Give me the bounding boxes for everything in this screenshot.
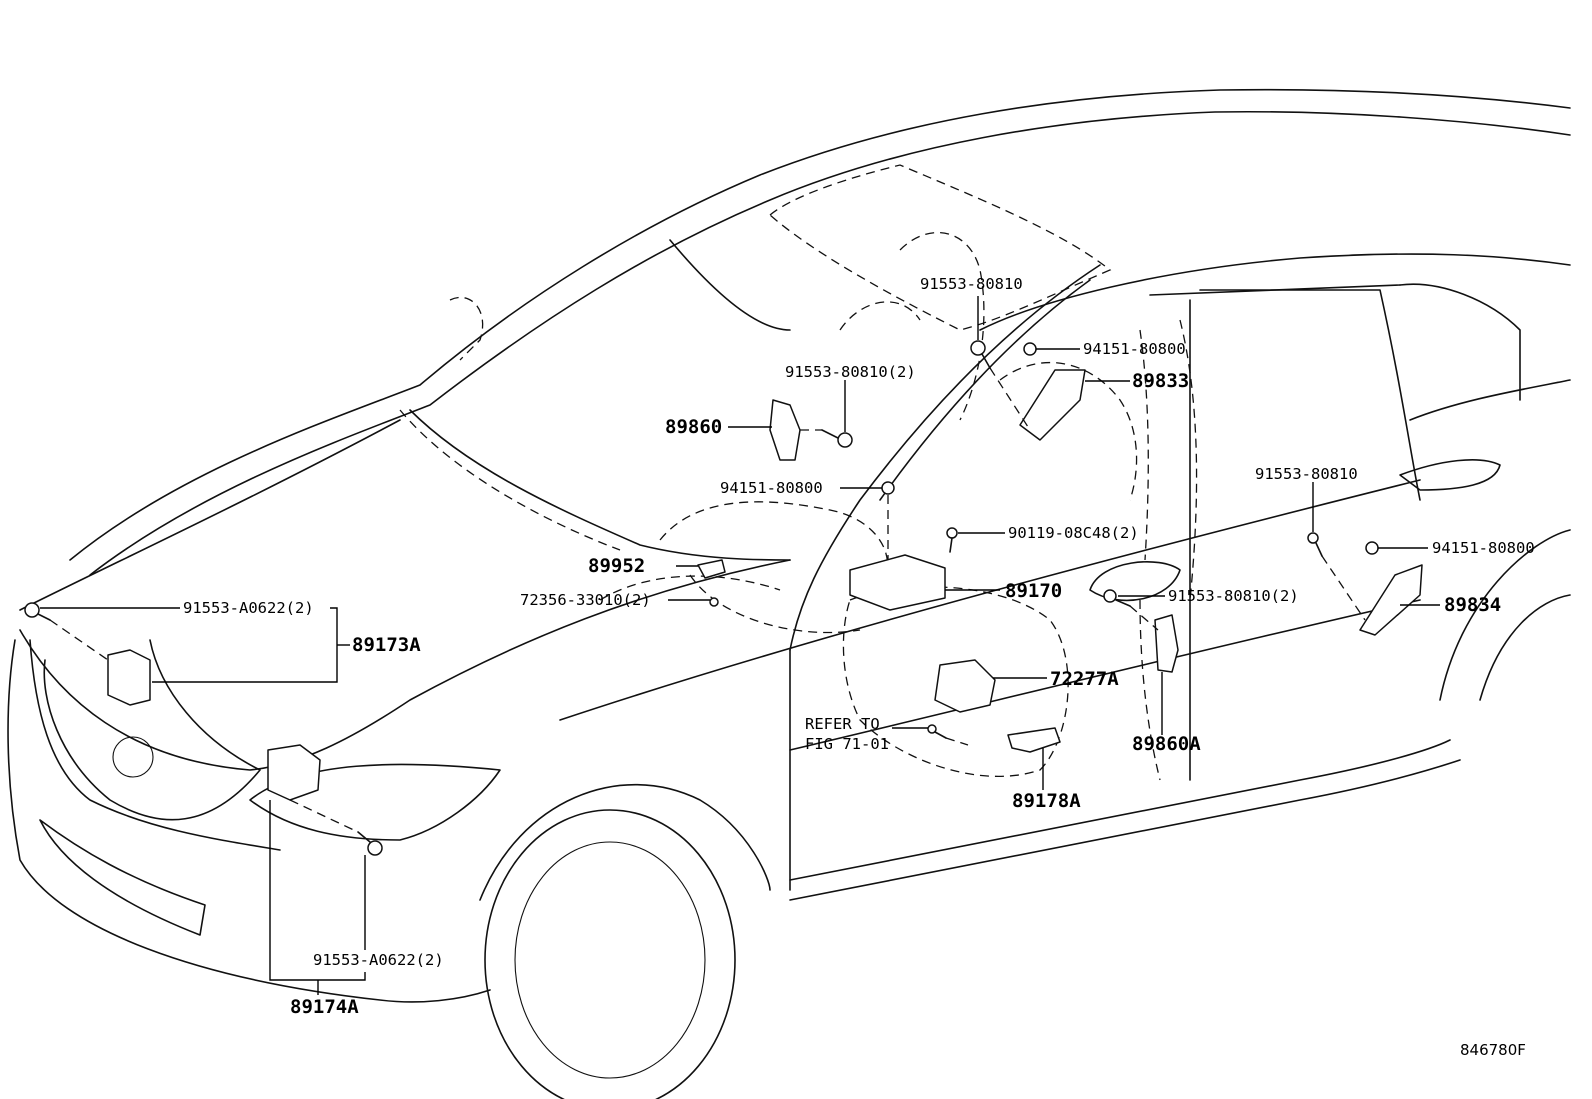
label-91553-80810-2-left: 91553-80810(2) xyxy=(785,363,916,381)
label-72356-33010: 72356-33010(2) xyxy=(520,591,651,609)
clip-icon xyxy=(709,597,719,607)
label-fig-71-01: FIG 71-01 xyxy=(805,735,889,753)
bolt-icon xyxy=(970,340,991,369)
label-89952: 89952 xyxy=(588,555,645,577)
front-sensor-89173A-shape xyxy=(107,649,151,706)
label-refer-to: REFER TO xyxy=(805,715,880,733)
bolt-icon xyxy=(821,429,853,448)
part-89833-shape xyxy=(1019,369,1086,441)
callout-labels: 91553-A0622(2) 89173A 91553-A0622(2) 891… xyxy=(183,275,1535,1059)
bolt-icon xyxy=(357,831,383,856)
side-sensor-89860-shape xyxy=(769,399,801,461)
nut-icon xyxy=(1365,541,1379,555)
fasteners xyxy=(24,340,1379,856)
bolt-icon xyxy=(927,724,947,739)
label-94151-80800-rear: 94151-80800 xyxy=(1432,539,1535,557)
center-module-89170-shape xyxy=(849,554,946,611)
bracket-72277A-shape xyxy=(934,659,996,713)
sensor-89178A-shape xyxy=(1007,727,1061,753)
label-89170: 89170 xyxy=(1005,580,1062,602)
label-89860A: 89860A xyxy=(1132,733,1201,755)
label-89174A: 89174A xyxy=(290,996,359,1018)
bolt-icon xyxy=(1307,532,1323,557)
label-89834: 89834 xyxy=(1444,594,1501,616)
part-89952-shape xyxy=(697,559,726,579)
label-94151-80800-top: 94151-80800 xyxy=(1083,340,1186,358)
label-72277A: 72277A xyxy=(1050,668,1119,690)
car-body-outline xyxy=(7,88,1571,1099)
bolt-icon xyxy=(24,602,51,621)
part-89834-shape xyxy=(1359,564,1423,636)
label-91553-A0622-bottom: 91553-A0622(2) xyxy=(313,951,444,969)
label-91553-80810-rear: 91553-80810 xyxy=(1255,465,1358,483)
bolt-icon xyxy=(1103,589,1131,607)
label-90119-08C48: 90119-08C48(2) xyxy=(1008,524,1139,542)
nut-icon xyxy=(881,481,895,495)
label-91553-A0622-top: 91553-A0622(2) xyxy=(183,599,314,617)
label-91553-80810-2-door: 91553-80810(2) xyxy=(1168,587,1299,605)
label-89178A: 89178A xyxy=(1012,790,1081,812)
part-shapes xyxy=(107,369,1423,801)
figure-code: 846780F xyxy=(1460,1041,1526,1059)
bolt-icon xyxy=(946,527,958,553)
nut-icon xyxy=(1023,342,1037,356)
label-91553-80810-roof: 91553-80810 xyxy=(920,275,1023,293)
front-sensor-89174A-shape xyxy=(267,744,321,801)
label-89173A: 89173A xyxy=(352,634,421,656)
label-89833: 89833 xyxy=(1132,370,1189,392)
side-sensor-89860A-shape xyxy=(1154,614,1179,673)
leader-lines xyxy=(40,296,1440,995)
label-94151-80800-mid: 94151-80800 xyxy=(720,479,823,497)
label-89860: 89860 xyxy=(665,416,722,438)
